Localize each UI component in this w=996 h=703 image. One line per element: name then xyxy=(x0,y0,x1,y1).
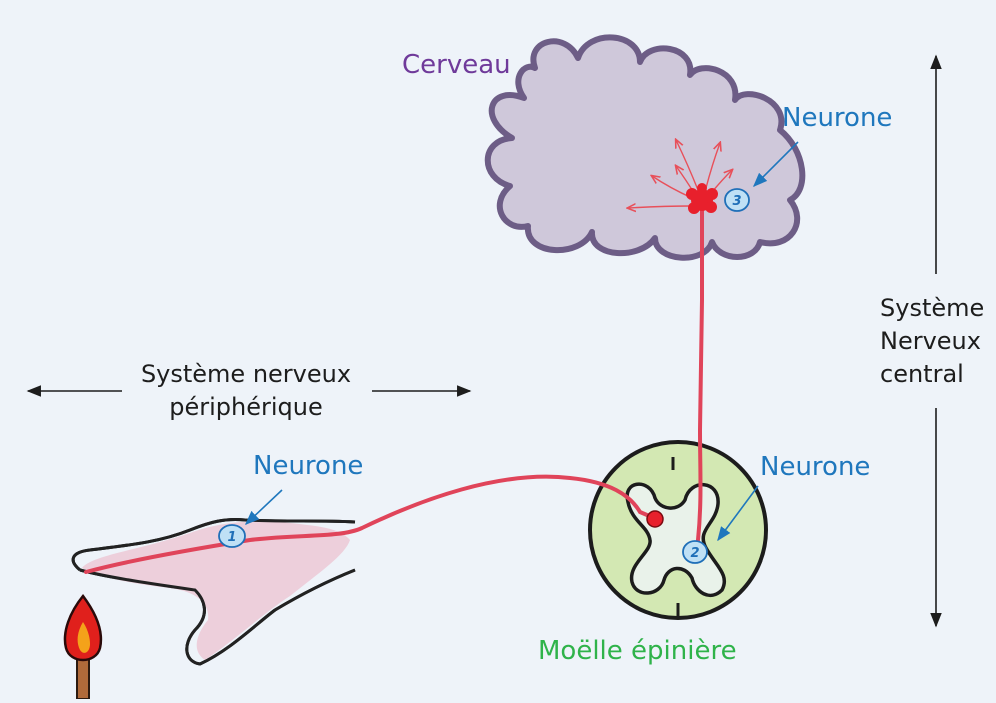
neuron-label-hand: Neurone xyxy=(253,451,364,481)
neuron-marker-3: 3 xyxy=(724,188,750,212)
central-label-line2: Nerveux xyxy=(880,327,981,355)
svg-text:2: 2 xyxy=(690,546,699,561)
neuron-label-spinal: Neurone xyxy=(760,452,871,482)
neuron-pointer-spinal xyxy=(717,485,759,542)
svg-text:1: 1 xyxy=(227,530,236,545)
peripheral-label-line1: Système nerveux xyxy=(140,360,352,388)
central-label-line3: central xyxy=(880,360,964,388)
brain-neuron-body xyxy=(686,183,718,214)
peripheral-system-label: Système nerveux périphérique xyxy=(126,358,366,424)
neuron-pointer-hand xyxy=(244,489,283,525)
signal-arrows xyxy=(628,140,732,208)
ascending-nerve-path xyxy=(696,203,705,542)
spinal-neuron-body xyxy=(646,510,664,528)
central-system-label: Système Nerveux central xyxy=(880,292,984,391)
hand-icon xyxy=(71,518,356,666)
peripheral-label-line2: périphérique xyxy=(169,393,323,421)
brain-label: Cerveau xyxy=(402,50,511,80)
spinal-cord-icon xyxy=(588,440,768,620)
neuron-pointer-brain xyxy=(752,141,799,188)
match-flame-icon xyxy=(63,593,103,700)
neuron-marker-1: 1 xyxy=(218,524,246,548)
svg-text:3: 3 xyxy=(732,194,741,209)
neuron-label-brain: Neurone xyxy=(782,103,893,133)
central-label-line1: Système xyxy=(880,294,985,322)
neuron-marker-2: 2 xyxy=(682,540,708,564)
brain-icon xyxy=(484,34,806,261)
sensory-nerve-path xyxy=(84,474,656,574)
spinal-cord-label: Moëlle épinière xyxy=(538,636,737,666)
